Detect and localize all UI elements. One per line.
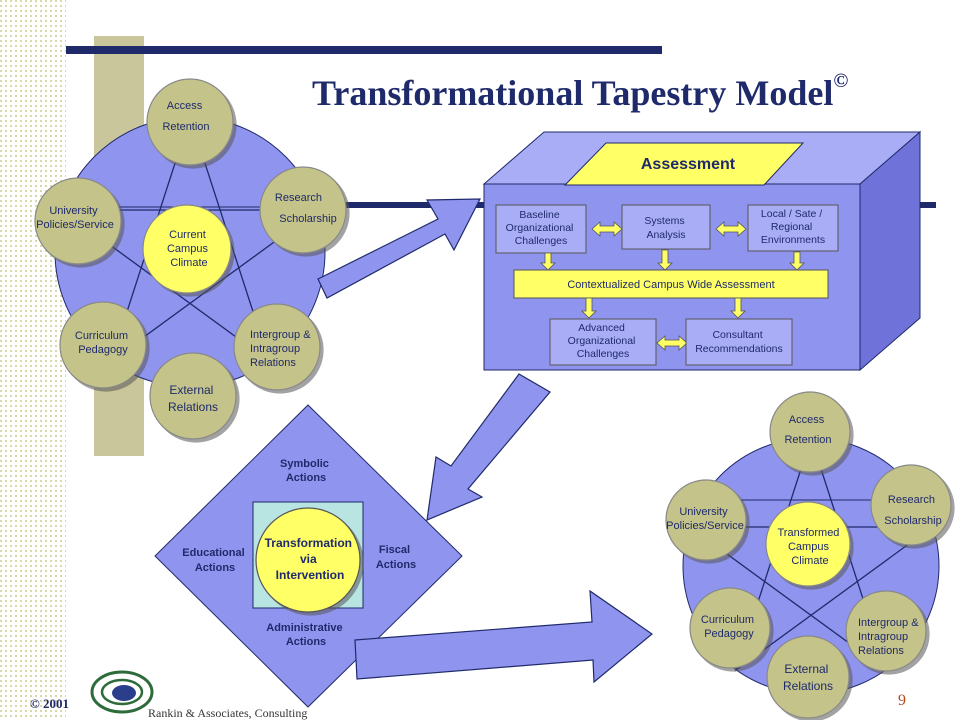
copyright-mark: © [833, 70, 849, 92]
right-node-access [769, 391, 851, 473]
right-node-access-label: Access Retention [784, 414, 831, 446]
contextualized-bar [513, 269, 829, 299]
down-arrow-systems [657, 249, 673, 271]
diamond-center-node [255, 507, 361, 613]
down-arrow-baseline [540, 252, 556, 271]
actions-diamond: Transformation via Intervention Symbolic… [154, 404, 463, 708]
left-center-node [142, 204, 232, 294]
left-node-external [149, 352, 237, 440]
left-node-university [34, 177, 122, 265]
consultant-box [685, 318, 793, 366]
page-number: 9 [898, 692, 906, 709]
right-node-external-label: External Relations [783, 662, 833, 693]
advanced-box [549, 318, 657, 366]
arrow-to-diamond [426, 373, 551, 521]
left-center-label: Current Campus Climate [167, 229, 211, 269]
diamond-right-label: Fiscal Actions [376, 544, 416, 571]
right-node-external [766, 635, 850, 719]
contextualized-label: Contextualized Campus Wide Assessment [567, 279, 774, 291]
right-node-curriculum-label: Curriculum Pedagogy [701, 614, 757, 640]
left-node-research [259, 166, 347, 254]
logo-swirl-inner [100, 678, 144, 706]
arrow-to-assessment [317, 198, 481, 299]
down-arrow-consultant [730, 297, 746, 319]
logo-swirl-outer [90, 670, 154, 714]
left-node-intergroup [233, 303, 321, 391]
logo-globe [112, 685, 136, 701]
diamond-bottom-label: Administrative Actions [266, 622, 345, 648]
right-node-research-label: Research Scholarship [884, 494, 941, 527]
diamond-top-label: Symbolic Actions [280, 458, 332, 484]
left-node-research-label: Research Scholarship [275, 192, 337, 225]
double-arrow-baseline-systems [591, 221, 623, 237]
arrow-to-transformed [354, 589, 653, 684]
dotted-margin [0, 0, 66, 720]
assessment-header-banner [563, 142, 805, 186]
right-center-node [765, 501, 851, 587]
down-arrow-local [789, 251, 805, 271]
systems-box [621, 204, 711, 250]
footer-copyright: © 2001 [30, 696, 69, 711]
advanced-label: Advanced Organizational Challenges [568, 322, 639, 360]
right-node-intergroup [845, 590, 927, 672]
top-rule [66, 46, 662, 54]
consultant-label: Consultant Recommendations [695, 329, 783, 355]
left-node-curriculum-label: Curriculum Pedagogy [75, 330, 131, 356]
right-node-university-label: University Policies/Service [666, 506, 744, 532]
left-node-university-label: University Policies/Service [36, 205, 114, 231]
local-label: Local / Sate / Regional Environments [761, 208, 825, 246]
left-node-intergroup-label: Intergroup & Intragroup Relations [250, 329, 314, 369]
left-node-external-label: External Relations [168, 383, 218, 414]
right-node-research [870, 464, 952, 546]
slide-title: Transformational Tapestry Model© [312, 70, 849, 113]
assessment-box: Assessment Baseline Organizational Chall… [482, 130, 922, 372]
local-box [747, 204, 839, 252]
right-node-intergroup-label: Intergroup & Intragroup Relations [858, 617, 922, 657]
right-node-curriculum [689, 587, 771, 669]
left-node-curriculum [59, 301, 147, 389]
company-logo [90, 670, 154, 714]
systems-label: Systems Analysis [644, 215, 687, 241]
diamond-center-label: Transformation via Intervention [265, 536, 356, 582]
down-arrow-advanced [581, 297, 597, 319]
left-node-access-label: Access Retention [162, 100, 209, 133]
right-pentagon: Transformed Campus Climate Access Retent… [665, 391, 952, 719]
diamond-left-label: Educational Actions [182, 547, 247, 574]
company-name: Rankin & Associates, Consulting [148, 706, 308, 720]
left-pentagon: Current Campus Climate Access Retention … [34, 78, 347, 440]
assessment-header-label: Assessment [641, 156, 736, 173]
right-center-label: Transformed Campus Climate [777, 527, 842, 567]
left-node-access [146, 78, 234, 166]
right-node-university [665, 479, 747, 561]
double-arrow-systems-local [715, 221, 747, 237]
baseline-box [495, 204, 587, 254]
baseline-label: Baseline Organizational Challenges [506, 209, 577, 247]
